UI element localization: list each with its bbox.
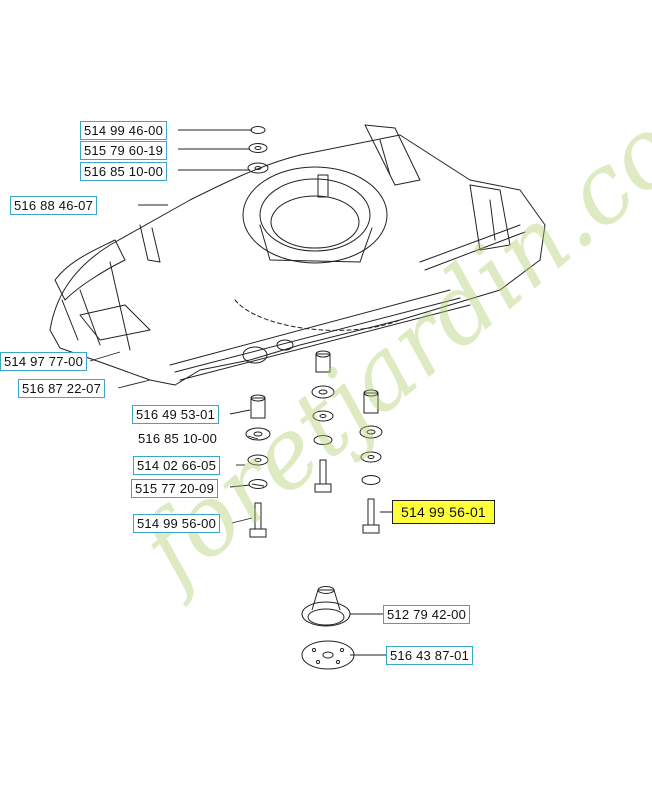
part-label-514-02-66-05[interactable]: 514 02 66-05 (133, 456, 221, 475)
part-label-516-87-22-07[interactable]: 516 87 22-07 (18, 379, 106, 398)
part-label-514-99-46-00[interactable]: 514 99 46-00 (80, 121, 168, 140)
part-label-515-77-20-09[interactable]: 515 77 20-09 (131, 479, 219, 498)
part-label-514-99-56-01-highlighted[interactable]: 514 99 56-01 (392, 500, 495, 524)
part-label-514-97-77-00[interactable]: 514 97 77-00 (0, 352, 88, 371)
deck-outline (49, 134, 546, 386)
part-label-512-79-42-00[interactable]: 512 79 42-00 (383, 605, 471, 624)
part-label-515-79-60-19[interactable]: 515 79 60-19 (80, 141, 168, 160)
part-label-516-88-46-07[interactable]: 516 88 46-07 (10, 196, 98, 215)
part-label-514-99-56-00[interactable]: 514 99 56-00 (133, 514, 221, 533)
part-label-516-85-10-00-b[interactable]: 516 85 10-00 (135, 430, 221, 447)
part-label-516-85-10-00[interactable]: 516 85 10-00 (80, 162, 168, 181)
part-label-516-43-87-01[interactable]: 516 43 87-01 (386, 646, 474, 665)
part-label-516-49-53-01[interactable]: 516 49 53-01 (132, 405, 220, 424)
